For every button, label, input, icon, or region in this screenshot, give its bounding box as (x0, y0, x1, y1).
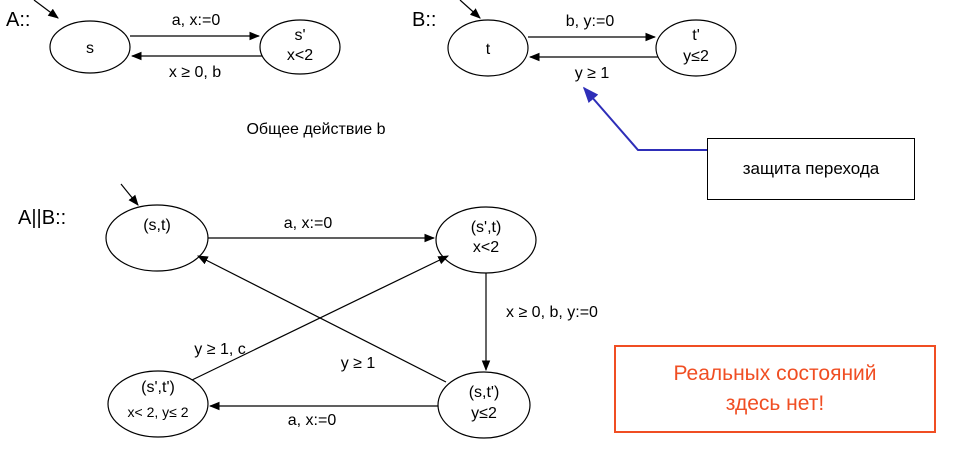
state-s-prime-t-prime-label: (s',t') (141, 379, 175, 396)
guard-callout: защита перехода (707, 138, 915, 200)
note-line-2: здесь нет! (725, 392, 825, 415)
state-s-t-prime-invariant: y≤2 (471, 405, 497, 422)
a-edge-forward-label: a, x:=0 (172, 12, 221, 29)
guard-callout-pointer (582, 86, 707, 151)
edge-st-to-spt-label: a, x:=0 (284, 215, 333, 232)
state-s (49, 20, 131, 74)
guard-callout-text: защита перехода (742, 159, 880, 178)
edge-spt-to-stp-label: x ≥ 0, b, y:=0 (506, 304, 598, 321)
shared-action-caption: Общее действие b (246, 121, 385, 138)
state-s-t (105, 204, 209, 272)
note-line-1: Реальных состояний (673, 361, 877, 385)
b-edge-back-label: y ≥ 1 (575, 65, 610, 82)
state-t-prime-label: t' (692, 27, 700, 44)
b-initial-arrow (459, 0, 481, 19)
state-s-prime (259, 19, 341, 75)
product-initial-arrow (120, 183, 139, 206)
b-edge-forward-label: b, y:=0 (566, 13, 615, 30)
edge-stp-to-st (197, 255, 447, 383)
edge-sptp-to-spt-label: y ≥ 1, c (194, 341, 245, 358)
product-label: A||B:: (18, 207, 66, 229)
state-t-label: t (486, 41, 491, 58)
state-s-prime-t-prime-invariant: x< 2, y≤ 2 (128, 404, 189, 420)
automaton-a-label: A:: (6, 9, 30, 31)
state-s-t-prime (437, 371, 531, 439)
state-s-t-prime-label: (s,t') (469, 384, 500, 401)
automaton-b-label: B:: (412, 9, 436, 31)
state-s-prime-invariant: x<2 (287, 47, 313, 64)
state-s-prime-t-prime (107, 370, 209, 438)
edge-sptp-to-spt (191, 255, 449, 381)
no-real-states-note: Реальных состояний здесь нет! (614, 345, 936, 433)
state-s-prime-t-label: (s',t) (471, 219, 502, 236)
state-s-label: s (86, 40, 94, 57)
state-t (447, 19, 529, 77)
a-edge-back-label: x ≥ 0, b (169, 64, 221, 81)
edge-stp-to-st-label: y ≥ 1 (341, 355, 376, 372)
a-initial-arrow (33, 0, 59, 19)
edge-stp-to-sptp-label: a, x:=0 (288, 412, 337, 429)
state-s-t-label: (s,t) (143, 217, 171, 234)
state-t-prime (655, 19, 737, 77)
state-s-prime-t-invariant: x<2 (473, 239, 499, 256)
state-t-prime-invariant: y≤2 (683, 48, 709, 65)
state-s-prime-label: s' (294, 27, 305, 44)
